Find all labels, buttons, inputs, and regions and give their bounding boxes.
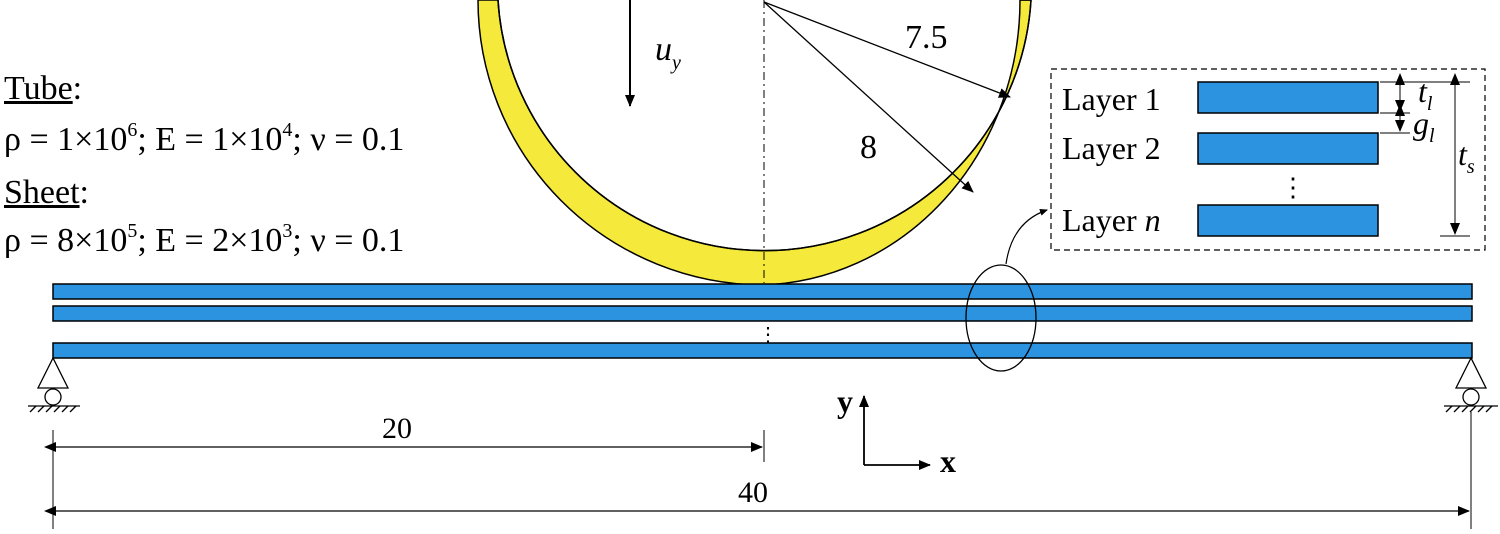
sheet-e-base: 10 xyxy=(248,222,283,259)
tube-e-exp: 4 xyxy=(282,119,293,141)
tube-inner-edge xyxy=(497,0,1032,252)
tube-rho-base: 10 xyxy=(93,121,128,158)
sheet-heading-colon: : xyxy=(79,174,89,211)
sheet-properties: ρ = 8×105; E = 2×103; ν = 0.1 xyxy=(4,221,404,258)
tube-heading: Tube: xyxy=(4,72,82,106)
sheet-layer-1 xyxy=(52,283,1473,300)
inset-layer2-label: Layer 2 xyxy=(1062,130,1161,166)
sheet-nu: ; ν = 0.1 xyxy=(292,222,405,259)
inset-layer-2 xyxy=(1197,132,1379,165)
tube-e-base: 10 xyxy=(248,121,283,158)
sheet-layer-2 xyxy=(52,305,1473,322)
ts-label: ts xyxy=(1458,136,1475,178)
times-symbol: × xyxy=(74,222,94,259)
times-symbol: × xyxy=(229,121,249,158)
left-support xyxy=(28,356,80,413)
zoom-leader-arrow xyxy=(1005,208,1048,265)
zoom-ellipse xyxy=(965,264,1037,372)
displacement-label: uy xyxy=(655,31,681,74)
sheet-rho-base: 10 xyxy=(93,222,128,259)
x-axis-label: x xyxy=(940,443,956,479)
tl-label: tl xyxy=(1418,73,1433,115)
times-symbol: × xyxy=(229,222,249,259)
inset-box xyxy=(1050,68,1486,251)
gl-label: gl xyxy=(1413,105,1435,147)
tube-rho-prefix: ρ = 1 xyxy=(4,121,75,158)
tube-heading-text: Tube xyxy=(4,70,73,107)
inner-radius-label: 7.5 xyxy=(905,19,948,56)
inset-layer1-label: Layer 1 xyxy=(1062,81,1161,117)
inner-radius-arrow xyxy=(763,1,1011,98)
sheet-heading: Sheet: xyxy=(4,176,89,210)
half-span-label: 20 xyxy=(382,412,412,445)
y-axis-label: y xyxy=(837,383,853,419)
sheet-layer-n xyxy=(52,342,1473,359)
tube-properties: ρ = 1×106; E = 1×104; ν = 0.1 xyxy=(4,120,404,157)
full-span-label: 40 xyxy=(738,476,768,509)
sheet-heading-text: Sheet xyxy=(4,174,80,211)
outer-radius-label: 8 xyxy=(860,129,877,166)
tube-ring xyxy=(477,0,1032,286)
tube-e-prefix: ; E = 1 xyxy=(137,121,230,158)
sheet-e-exp: 3 xyxy=(282,220,293,242)
tube-rho-exp: 6 xyxy=(127,119,138,141)
tube-nu: ; ν = 0.1 xyxy=(292,121,405,158)
sheet-rho-exp: 5 xyxy=(127,220,138,242)
inset-layer-1 xyxy=(1197,81,1379,114)
outer-radius-arrow xyxy=(763,1,974,193)
sheet-layer-dots: ⋮ xyxy=(758,324,778,346)
tube-heading-colon: : xyxy=(72,70,83,107)
sheet-rho-prefix: ρ = 8 xyxy=(4,222,75,259)
inset-layer-dots: ⋮ xyxy=(1280,173,1306,202)
inset-layer-n xyxy=(1197,204,1379,237)
right-support xyxy=(1444,356,1498,413)
inset-layern-label: Layer n xyxy=(1062,202,1161,238)
times-symbol: × xyxy=(74,121,94,158)
sheet-e-prefix: ; E = 2 xyxy=(137,222,230,259)
